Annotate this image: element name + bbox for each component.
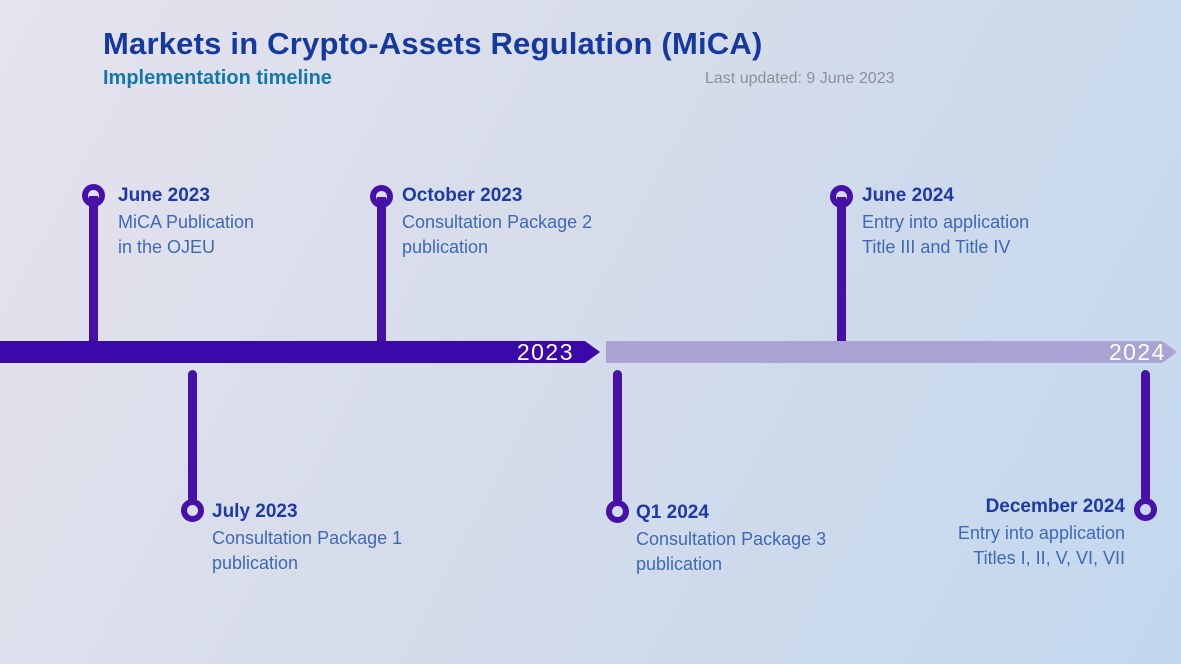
- event-desc-line: Consultation Package 2: [402, 212, 593, 232]
- event-desc-line: Entry into application: [862, 212, 1030, 232]
- timeline-bar-2024-label: 2024: [1108, 338, 1166, 365]
- event-stem: [837, 197, 846, 341]
- timeline-bar-2024: 2024: [606, 341, 1177, 363]
- event-stem: [89, 196, 98, 341]
- event-desc-line: Consultation Package 3: [636, 529, 827, 549]
- timeline-event-october-2023: October 2023 Consultation Package 2 publ…: [402, 184, 592, 260]
- event-date: June 2023: [118, 185, 210, 206]
- event-date: July 2023: [212, 501, 298, 522]
- event-desc-line: publication: [636, 554, 723, 574]
- event-desc-line: publication: [402, 237, 489, 257]
- event-stem: [377, 197, 386, 341]
- event-marker-icon: [370, 185, 393, 208]
- timeline-event-june-2023: June 2023 MiCA Publication in the OJEU: [118, 184, 254, 260]
- event-date: October 2023: [402, 185, 523, 206]
- event-marker-icon: [82, 184, 105, 207]
- event-date: December 2024: [985, 496, 1125, 517]
- event-marker-icon: [181, 499, 204, 522]
- timeline-bar-2023: 2023: [0, 341, 600, 363]
- event-marker-icon: [1134, 498, 1157, 521]
- event-date: June 2024: [862, 185, 954, 206]
- event-desc-line: Consultation Package 1: [212, 528, 403, 548]
- event-desc-line: MiCA Publication: [118, 212, 255, 232]
- timeline-event-june-2024: June 2024 Entry into application Title I…: [862, 184, 1029, 260]
- page-subtitle: Implementation timeline: [103, 67, 332, 89]
- event-desc-line: in the OJEU: [118, 237, 216, 257]
- event-stem: [1141, 370, 1150, 502]
- page-title: Markets in Crypto-Assets Regulation (MiC…: [103, 26, 763, 61]
- event-desc-line: Titles I, II, V, VI, VII: [973, 548, 1125, 568]
- last-updated-label: Last updated: 9 June 2023: [705, 70, 895, 87]
- event-desc-line: publication: [212, 553, 299, 573]
- event-desc-line: Title III and Title IV: [862, 237, 1011, 257]
- event-marker-icon: [830, 185, 853, 208]
- timeline-event-july-2023: July 2023 Consultation Package 1 publica…: [212, 500, 402, 576]
- timeline-event-q1-2024: Q1 2024 Consultation Package 3 publicati…: [636, 501, 826, 577]
- timeline-bar-2023-label: 2023: [516, 338, 574, 365]
- event-marker-icon: [606, 500, 629, 523]
- event-stem: [613, 370, 622, 504]
- event-date: Q1 2024: [636, 502, 709, 523]
- event-desc-line: Entry into application: [957, 523, 1125, 543]
- event-stem: [188, 370, 197, 503]
- timeline-event-december-2024: December 2024 Entry into application Tit…: [958, 495, 1125, 571]
